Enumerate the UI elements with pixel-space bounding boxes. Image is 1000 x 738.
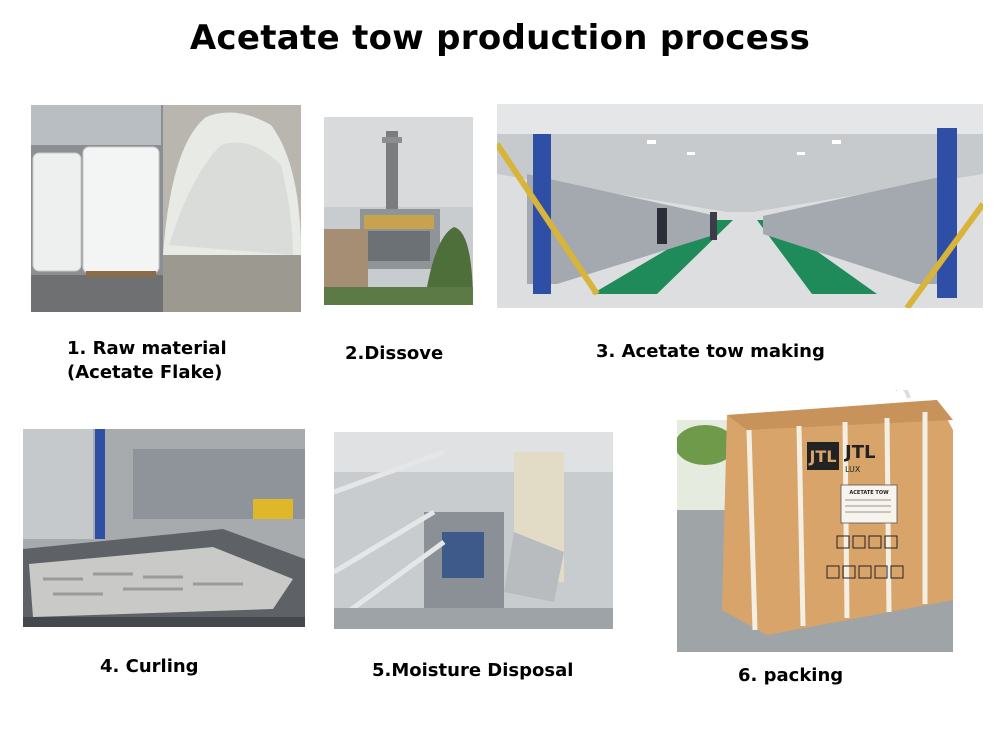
caption-raw-material-line2: (Acetate Flake)	[67, 362, 223, 383]
bale-logo-mark: JTL	[808, 447, 836, 466]
dissolve-plant-photo	[324, 117, 473, 305]
page-title: Acetate tow production process	[189, 18, 811, 58]
caption-raw-material: 1. Raw material (Acetate Flake)	[67, 337, 227, 385]
caption-raw-material-line1: 1. Raw material	[67, 338, 227, 359]
moisture-disposal-photo	[334, 432, 613, 629]
caption-packing: 6. packing	[738, 665, 844, 686]
packing-bale-photo: JTL JTL LUX ACETATE TOW	[677, 390, 953, 652]
caption-tow-making: 3. Acetate tow making	[596, 341, 825, 362]
curling-machine-photo	[23, 429, 305, 627]
raw-material-photo	[31, 105, 301, 312]
caption-dissolve: 2.Dissove	[345, 343, 444, 364]
spinning-hall-photo	[497, 104, 983, 308]
caption-moisture-disposal: 5.Moisture Disposal	[372, 660, 574, 681]
bale-logo-text: JTL	[843, 442, 875, 463]
bale-label-title: ACETATE TOW	[849, 490, 889, 496]
caption-curling: 4. Curling	[100, 656, 199, 677]
bale-logo-sub: LUX	[845, 465, 861, 474]
